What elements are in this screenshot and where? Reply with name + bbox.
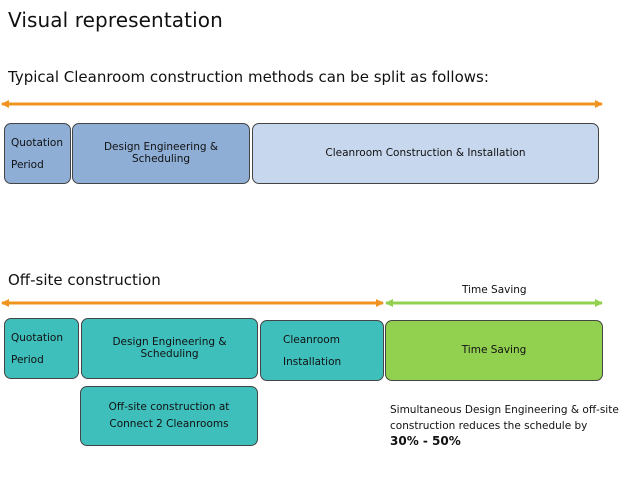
page-title: Visual representation [8, 8, 223, 32]
cleanroom-installation-box: Cleanroom Installation [260, 320, 384, 381]
offsite-design-box: Design Engineering & Scheduling [81, 318, 258, 379]
offsite-quotation-line1: Quotation [11, 331, 64, 344]
cleanroom-line2: Installation [283, 355, 342, 368]
offsite-line1: Off-site construction at [108, 401, 230, 413]
cleanroom-line1: Cleanroom [283, 333, 340, 346]
construction-installation-box: Cleanroom Construction & Installation [252, 123, 599, 184]
offsite-heading: Off-site construction [8, 271, 161, 289]
time-saving-box-label: Time Saving [461, 343, 527, 356]
construction-installation-label: Cleanroom Construction & Installation [325, 146, 526, 159]
subtitle: Typical Cleanroom construction methods c… [8, 68, 489, 86]
quotation-line2: Period [11, 158, 44, 171]
design-engineering-box: Design Engineering & Scheduling [72, 123, 250, 184]
time-saving-box: Time Saving [385, 320, 603, 381]
offsite-design-label: Design Engineering & Scheduling [112, 335, 227, 360]
offsite-quotation-line2: Period [11, 353, 44, 366]
quotation-period-box: Quotation Period [4, 123, 71, 184]
offsite-quotation-box: Quotation Period [4, 318, 79, 379]
offsite-construction-box: Off-site construction at Connect 2 Clean… [80, 386, 258, 446]
time-saving-label: Time Saving [462, 284, 527, 296]
schedule-reduction-percent: 30% - 50% [390, 434, 461, 448]
design-engineering-label: Design Engineering & Scheduling [103, 140, 219, 165]
quotation-line1: Quotation [11, 136, 64, 149]
schedule-note: Simultaneous Design Engineering & off-si… [390, 404, 619, 432]
offsite-line2: Connect 2 Cleanrooms [109, 418, 229, 430]
